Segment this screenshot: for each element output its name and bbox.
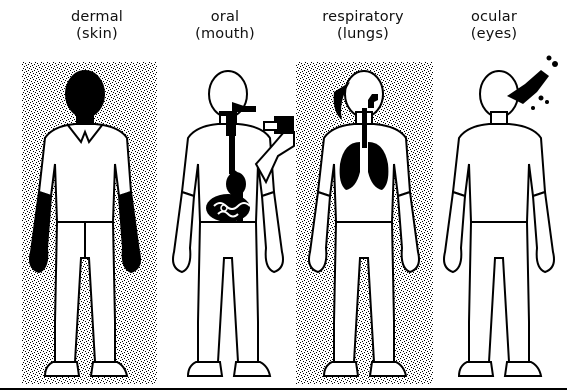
dermal-panel (22, 62, 157, 384)
body-part: (skin) (32, 26, 162, 43)
ocular-label: ocular (eyes) (429, 9, 559, 43)
route-name: ocular (429, 9, 559, 26)
oral-panel (173, 71, 294, 376)
body-part: (mouth) (160, 26, 290, 43)
respiratory-label: respiratory (lungs) (298, 9, 428, 43)
route-name: respiratory (298, 9, 428, 26)
body-part: (eyes) (429, 26, 559, 43)
dermal-label: dermal (skin) (32, 9, 162, 43)
respiratory-panel (296, 62, 433, 384)
ocular-panel (444, 56, 558, 377)
route-name: dermal (32, 9, 162, 26)
oral-label: oral (mouth) (160, 9, 290, 43)
body-part: (lungs) (298, 26, 428, 43)
route-name: oral (160, 9, 290, 26)
